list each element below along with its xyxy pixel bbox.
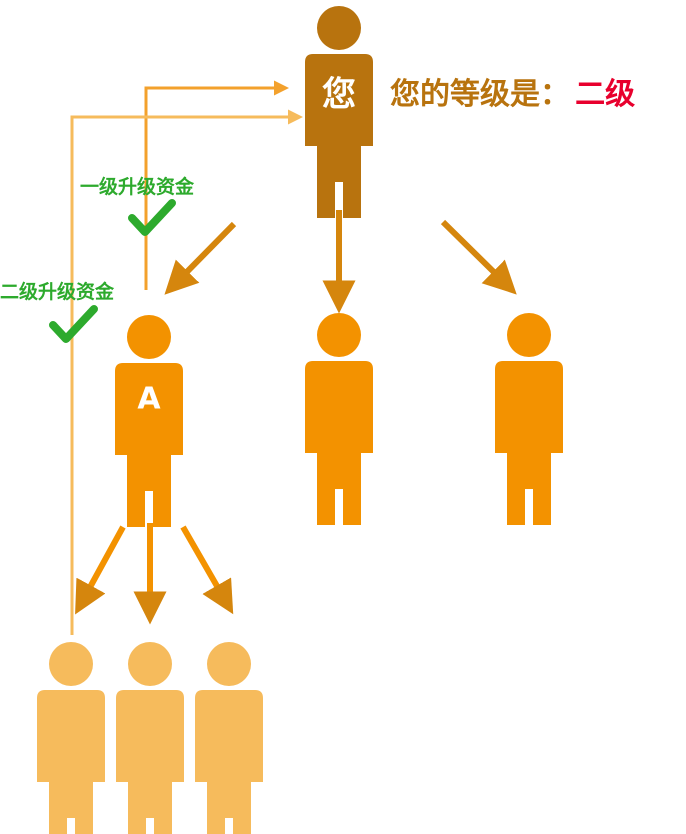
check-icon — [128, 199, 176, 236]
level-line: 您的等级是： 二级 — [390, 77, 635, 112]
check-icon — [49, 305, 98, 343]
child-c-person — [495, 313, 563, 525]
arrow-icon — [440, 219, 517, 295]
level-prefix: 您的等级是： — [390, 77, 570, 112]
arrows-to-second-level — [75, 523, 234, 625]
person-icon — [37, 642, 105, 834]
child-a-person: A — [115, 315, 183, 527]
person-icon — [495, 313, 563, 525]
first-level-fund-label: 一级升级资金 — [80, 175, 195, 198]
grandchild-3-person — [195, 642, 263, 834]
you-badge: 您 — [322, 75, 356, 115]
grandchild-1-person — [37, 642, 105, 834]
second-level-fund-label: 二级升级资金 — [0, 280, 115, 303]
you-person: 您 — [305, 6, 373, 218]
second-level-fund-flow — [70, 109, 303, 635]
grandchild-2-person — [116, 642, 184, 834]
person-icon — [305, 313, 373, 525]
child-a-badge: A — [137, 382, 161, 417]
level-value: 二级 — [575, 77, 635, 112]
person-icon — [195, 642, 263, 834]
arrow-icon — [75, 525, 126, 615]
child-b-person — [305, 313, 373, 525]
person-icon — [115, 315, 183, 527]
arrow-icon — [164, 221, 237, 295]
arrow-icon — [180, 525, 234, 615]
arrows-to-first-level — [164, 210, 517, 314]
first-level-fund-flow — [144, 80, 289, 290]
person-icon — [116, 642, 184, 834]
